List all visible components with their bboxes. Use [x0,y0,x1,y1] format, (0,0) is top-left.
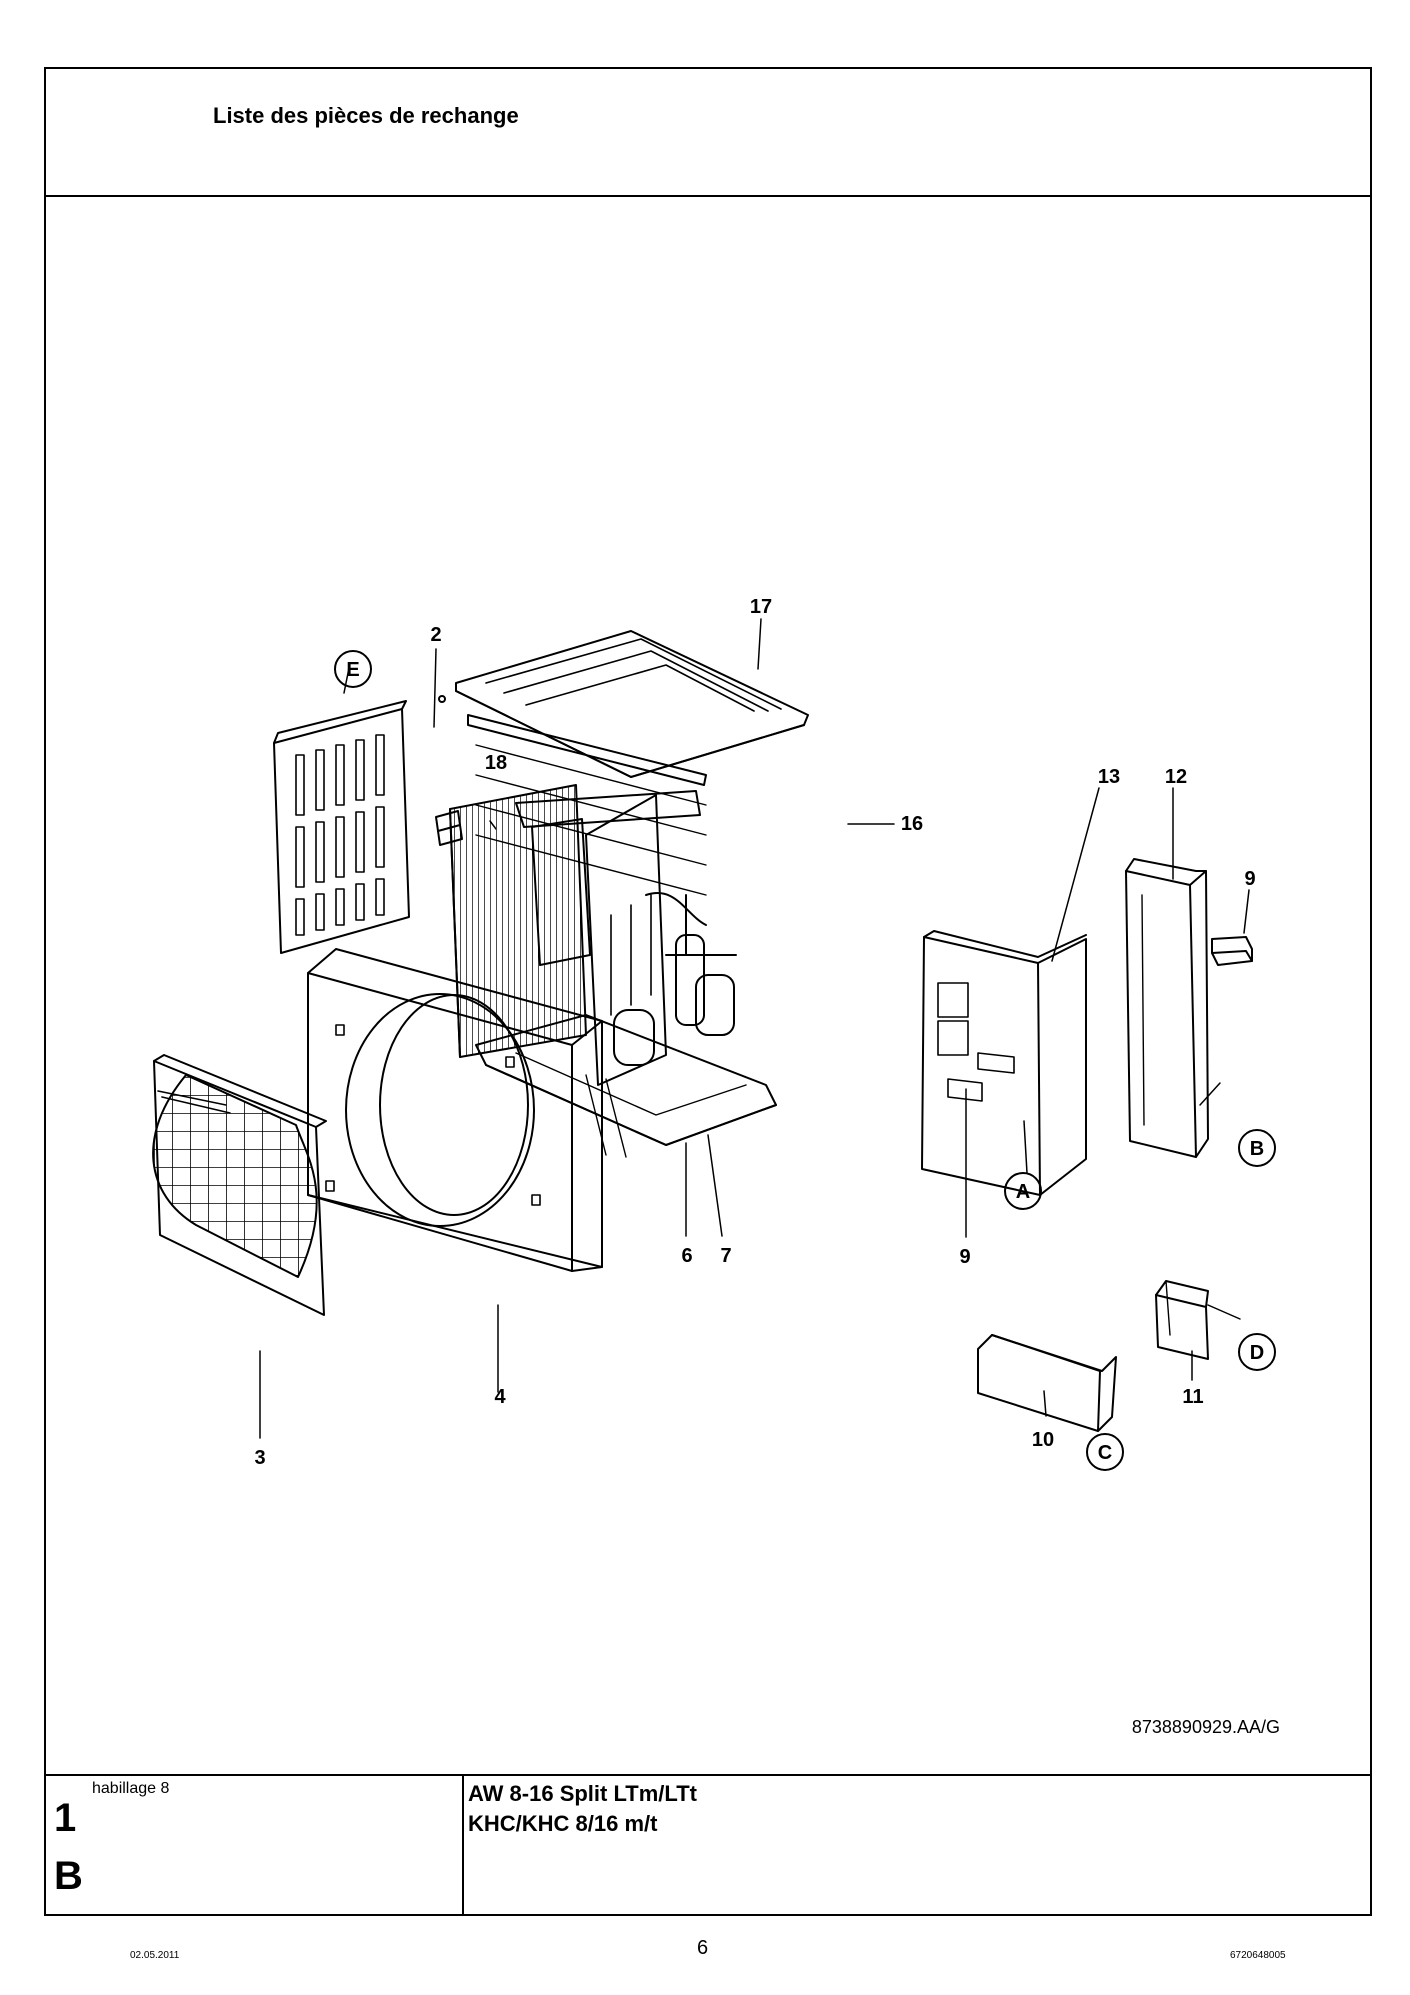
callout-17: 17 [750,596,772,618]
callout-16: 16 [901,813,923,835]
detail-ref-a: A [1016,1181,1030,1203]
compressor-assembly [585,794,737,1086]
callout-11: 11 [1182,1386,1203,1408]
bracket [1155,1280,1209,1360]
document-number: 6720648005 [1230,1950,1286,1961]
callout-18: 18 [485,752,507,774]
page-title: Liste des pièces de rechange [213,103,519,128]
section-letter: B [54,1854,83,1898]
callout-9-left: 9 [959,1246,970,1268]
leader-lines [259,618,1250,1439]
side-grille-panel [273,700,410,954]
callout-3: 3 [254,1447,265,1469]
base-tray [475,1014,777,1158]
title-block: habillage 8 1 B AW 8-16 Split LTm/LTt KH… [46,1774,1370,1914]
section-label: habillage 8 [92,1780,170,1797]
callout-13: 13 [1098,766,1120,788]
detail-ref-d: D [1250,1342,1264,1364]
exploded-view-drawing: 2 18 17 16 13 12 9 9 6 7 4 3 10 11 [152,596,1276,1471]
callout-12: 12 [1165,766,1187,788]
corner-panel [1125,858,1209,1158]
exploded-view-area: 2 18 17 16 13 12 9 9 6 7 4 3 10 11 [46,195,1370,1774]
section-number: 1 [54,1796,77,1840]
callout-6: 6 [681,1245,692,1267]
cover-clip [1211,936,1253,966]
callout-10: 10 [1032,1429,1054,1451]
right-side-panel [921,930,1087,1196]
page-number: 6 [697,1937,709,1959]
fan-guard-grille [152,1054,327,1316]
spare-parts-sheet: Liste des pièces de rechange [44,67,1372,1916]
issue-date: 02.05.2011 [130,1950,180,1961]
heat-exchanger [449,784,701,1058]
detail-ref-e: E [346,659,359,681]
lower-corner-cover [977,1334,1117,1432]
top-cover [438,630,809,778]
detail-ref-c: C [1098,1442,1112,1464]
model-line-2: KHC/KHC 8/16 m/t [468,1811,658,1836]
callout-9-right: 9 [1244,868,1255,890]
title-block-left: habillage 8 1 B [46,1776,464,1914]
header-row: Liste des pièces de rechange [46,69,1370,197]
detail-ref-b: B [1250,1138,1264,1160]
rear-grid [467,714,707,896]
callout-2: 2 [430,624,441,646]
drawing-number: 8738890929.AA/G [1131,1717,1280,1737]
detail-references [334,650,1276,1471]
callout-4: 4 [494,1386,506,1408]
callout-7: 7 [720,1245,731,1267]
model-line-1: AW 8-16 Split LTm/LTt [468,1781,697,1806]
